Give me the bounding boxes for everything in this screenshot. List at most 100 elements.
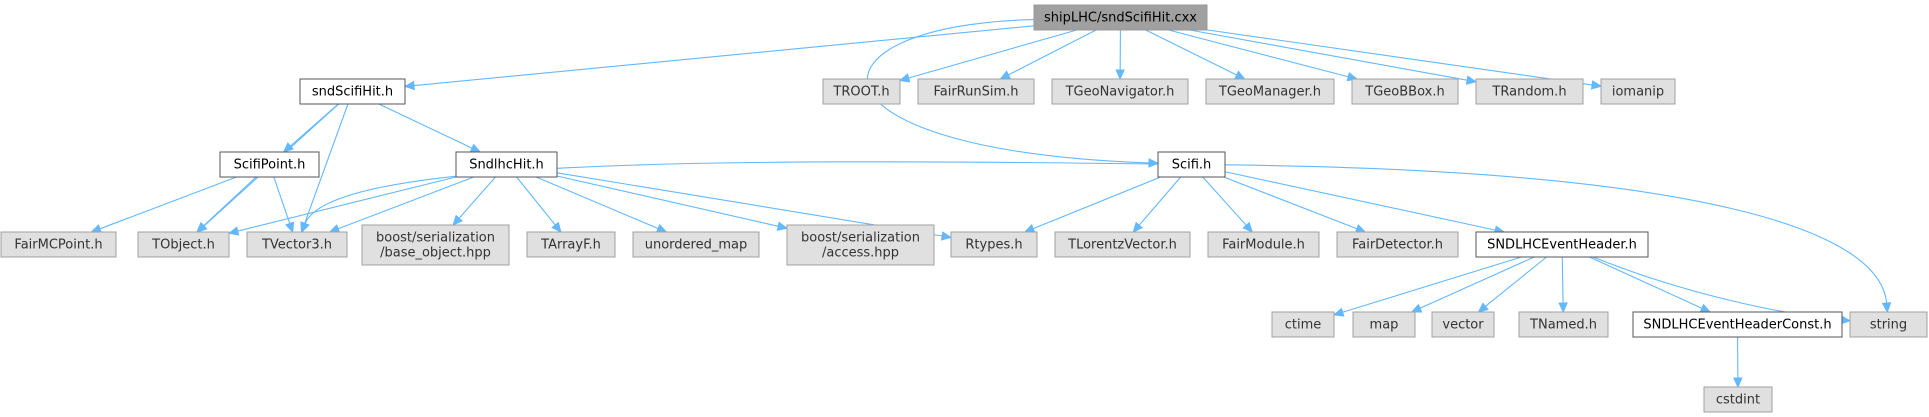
edge-line <box>458 176 496 219</box>
edge-Scifi_h-to-string <box>1224 164 1892 314</box>
node-box <box>246 231 348 258</box>
edge-arrowhead <box>300 221 310 234</box>
node-label: ScifiPoint.h <box>234 158 306 173</box>
node-box <box>219 151 320 178</box>
node-box <box>1431 311 1495 338</box>
node-label: TVector3.h <box>261 238 332 253</box>
edge-ScifiPoint_h-to-TVector3_h <box>273 176 295 234</box>
edge-Scifi_h-to-SNDLHCEventHeader_h <box>1224 171 1506 235</box>
edge-arrowhead <box>1234 70 1246 80</box>
node-unordered-map: unordered_map <box>632 231 760 258</box>
edge-line <box>99 176 237 230</box>
node-FairDetector-h: FairDetector.h <box>1336 231 1459 258</box>
node-ctime: ctime <box>1271 311 1335 338</box>
edge-Scifi_h-to-TLorentzVector_h <box>1132 176 1182 233</box>
node-box <box>1475 231 1649 258</box>
edge-line <box>1138 176 1182 226</box>
edge-arrowhead <box>1242 221 1254 233</box>
node-box <box>632 231 760 258</box>
edge-SndlhcHit_h-to-boost_access <box>556 175 789 231</box>
node-label: FairRunSim.h <box>933 85 1018 100</box>
node-FairRunSim-h: FairRunSim.h <box>917 78 1035 105</box>
edge-arrowhead <box>1354 224 1367 234</box>
node-FairModule-h: FairModule.h <box>1207 231 1320 258</box>
node-box <box>1632 311 1843 338</box>
edge-line <box>535 176 659 230</box>
edge-arrowhead <box>940 231 953 241</box>
node-label: FairModule.h <box>1222 238 1305 253</box>
edge-shipLHC_sndScifiHit_cxx-to-TROOT_h <box>898 29 1077 83</box>
edge-line <box>273 176 291 224</box>
node-TArrayF-h: TArrayF.h <box>526 231 616 258</box>
edge-line <box>516 176 556 226</box>
edge-line <box>908 29 1077 79</box>
node-ScifiPoint-h[interactable]: ScifiPoint.h <box>219 151 320 178</box>
edge-arrowhead <box>776 221 789 231</box>
edge-arrowhead <box>285 221 295 234</box>
nodes-layer: shipLHC/sndScifiHit.cxx sndScifiHit.h TROO… <box>0 4 1928 413</box>
edge-line <box>1589 256 1703 309</box>
edge-SNDLHCEventHeader_h-to-TNamed_h <box>1558 256 1568 314</box>
node-box <box>1157 151 1226 178</box>
edge-line <box>337 176 474 230</box>
node-box <box>1054 231 1191 258</box>
node-SNDLHCEventHeader-h[interactable]: SNDLHCEventHeader.h <box>1475 231 1649 258</box>
node-label: cstdint <box>1716 393 1760 408</box>
node-box <box>0 231 117 258</box>
node-SNDLHCEventHeaderConst-h[interactable]: SNDLHCEventHeaderConst.h <box>1632 311 1843 338</box>
node-shipLHC-sndScifiHit-cxx[interactable]: shipLHC/sndScifiHit.cxx <box>1033 4 1208 31</box>
edge-arrowhead <box>1410 303 1423 313</box>
node-box <box>1352 311 1416 338</box>
node-TGeoManager-h: TGeoManager.h <box>1205 78 1335 105</box>
edge-line <box>1342 256 1522 313</box>
edge-ScifiPoint_h-to-TObject_h <box>196 176 257 233</box>
edges-layer <box>90 18 1892 389</box>
node-boost-base-object: boost/serialization/base_object.hpp <box>361 224 510 266</box>
edge-line <box>1561 256 1564 304</box>
node-label: boost/serialization <box>376 231 495 246</box>
edge-SndlhcHit_h-to-TArrayF_h <box>516 176 562 233</box>
edge-arrowhead <box>1733 377 1743 389</box>
node-label: map <box>1370 318 1399 333</box>
edge-Scifi_h-to-FairDetector_h <box>1223 176 1367 234</box>
edge-line <box>556 175 779 227</box>
node-box <box>1600 78 1676 105</box>
node-label: ctime <box>1285 318 1322 333</box>
node-label: TGeoManager.h <box>1218 85 1321 100</box>
node-box <box>1351 78 1459 105</box>
edge-arrowhead <box>196 222 208 233</box>
edge-arrowhead <box>1558 302 1568 314</box>
edge-SndlhcHit_h-to-TVector3_h <box>328 176 474 234</box>
edge-line <box>304 103 349 224</box>
node-TROOT-h: TROOT.h <box>822 78 901 105</box>
edge-line <box>1223 176 1358 230</box>
edge-SNDLHCEventHeader_h-to-vector <box>1477 256 1547 313</box>
node-label: shipLHC/sndScifiHit.cxx <box>1044 11 1197 26</box>
node-TRandom-h: TRandom.h <box>1475 78 1584 105</box>
node-box <box>1051 78 1189 105</box>
node-label: SNDLHCEventHeader.h <box>1487 238 1637 253</box>
node-box <box>1475 78 1584 105</box>
node-box <box>455 151 558 178</box>
edge-arrowhead <box>469 143 482 153</box>
node-label: TGeoNavigator.h <box>1065 85 1175 100</box>
edge-arrowhead <box>551 221 562 233</box>
node-box <box>526 231 616 258</box>
edge-line <box>378 103 473 149</box>
node-SndlhcHit-h[interactable]: SndlhcHit.h <box>455 151 558 178</box>
edge-shipLHC_sndScifiHit_cxx-to-iomanip <box>1206 29 1603 90</box>
node-iomanip: iomanip <box>1600 78 1676 105</box>
node-sndScifiHit-h[interactable]: sndScifiHit.h <box>299 78 406 105</box>
edge-arrowhead <box>1132 221 1144 233</box>
node-box <box>1205 78 1335 105</box>
edge-arrowhead <box>1148 158 1160 168</box>
edge-SndlhcHit_h-to-boost_base_object <box>452 176 496 226</box>
edge-arrowhead <box>1465 75 1478 85</box>
edge-line <box>1008 29 1097 76</box>
node-Scifi-h[interactable]: Scifi.h <box>1157 151 1226 178</box>
edge-arrowhead <box>90 224 103 234</box>
edge-line <box>1202 176 1247 226</box>
edge-shipLHC_sndScifiHit_cxx-to-sndScifiHit_h <box>403 25 1035 91</box>
edge-arrowhead <box>403 80 415 91</box>
